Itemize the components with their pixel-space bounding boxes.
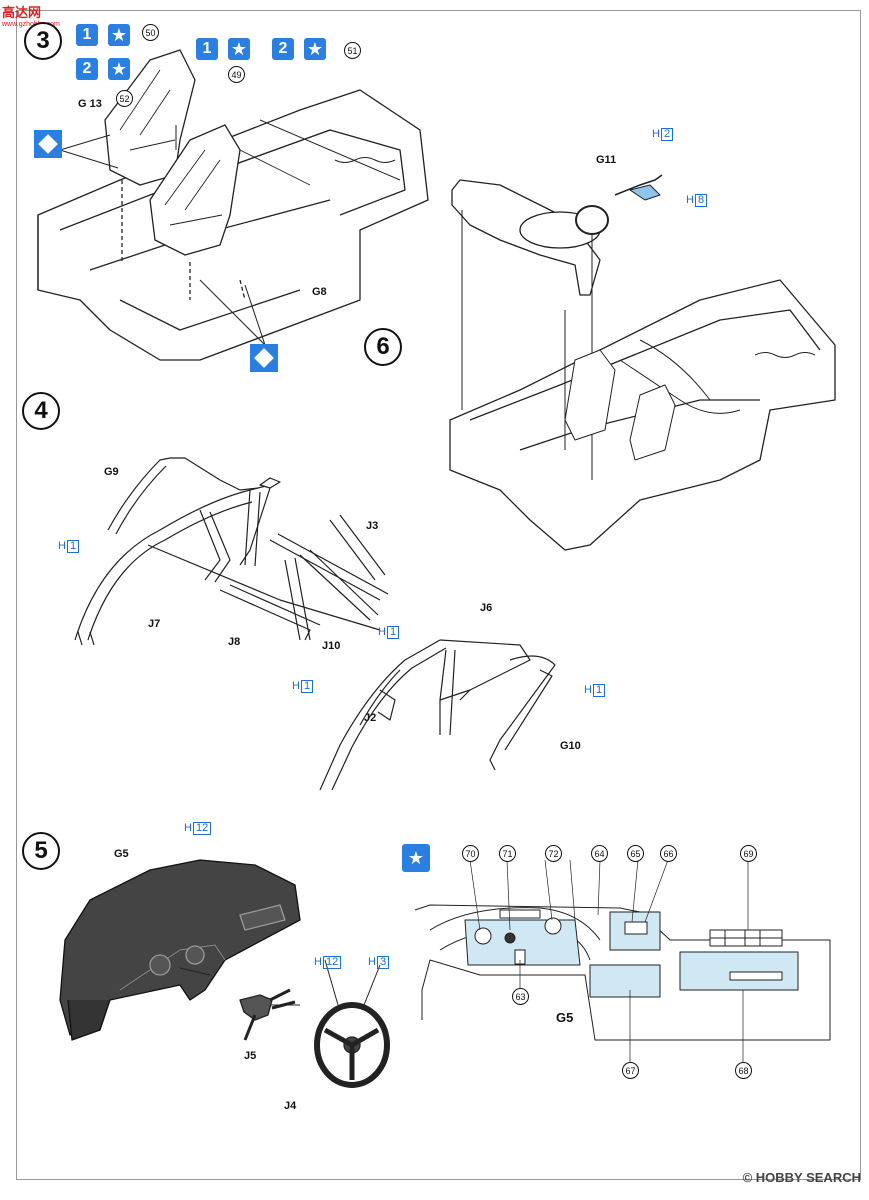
part-label-g8: G8 — [312, 286, 327, 298]
part-label-g11: G11 — [596, 154, 617, 166]
part-label-j7: J7 — [148, 618, 161, 630]
diamond-icon — [250, 344, 278, 372]
part-label-j10: J10 — [322, 640, 341, 652]
callout-50: 50 — [142, 24, 159, 41]
watermark-hobbysearch: © HOBBY SEARCH — [742, 1170, 861, 1185]
star-icon: ★ — [108, 58, 130, 80]
step6-assembly — [449, 174, 836, 551]
part-label-j5: J5 — [244, 1050, 257, 1062]
decal-callout-72: 72 — [545, 845, 562, 862]
part-label-g5: G5 — [114, 848, 129, 860]
star-icon: ★ — [402, 844, 430, 872]
version-badge-1: 1 — [76, 24, 98, 46]
step-number-6: 6 — [364, 328, 402, 366]
part-label-j2: J2 — [364, 712, 377, 724]
decal-callout-63: 63 — [512, 988, 529, 1005]
decal-callout-70: 70 — [462, 845, 479, 862]
star-icon: ★ — [228, 38, 250, 60]
part-label-g13: G 13 — [78, 98, 102, 110]
decal-panel-label: G5 — [556, 1010, 574, 1025]
page-frame — [16, 10, 861, 1180]
decal-callout-67: 67 — [622, 1062, 639, 1079]
decal-callout-69: 69 — [740, 845, 757, 862]
part-label-j4: J4 — [284, 1100, 297, 1112]
version-badge-2: 2 — [272, 38, 294, 60]
step-number-4: 4 — [22, 392, 60, 430]
step4-roll-cage — [74, 457, 556, 791]
step-number-3: 3 — [24, 22, 62, 60]
version-badge-1: 1 — [196, 38, 218, 60]
star-icon: ★ — [108, 24, 130, 46]
decal-callout-65: 65 — [627, 845, 644, 862]
decal-callout-64: 64 — [591, 845, 608, 862]
step5-dashboard — [59, 859, 390, 1088]
decal-panel — [414, 859, 831, 1065]
step3-interior-tub — [37, 49, 429, 361]
decal-callout-66: 66 — [660, 845, 677, 862]
version-badge-2: 2 — [76, 58, 98, 80]
decal-callout-68: 68 — [735, 1062, 752, 1079]
callout-52: 52 — [116, 90, 133, 107]
callout-51: 51 — [344, 42, 361, 59]
part-label-j3: J3 — [366, 520, 379, 532]
part-label-j6: J6 — [480, 602, 493, 614]
step-number-5: 5 — [22, 832, 60, 870]
part-label-g9: G9 — [104, 466, 119, 478]
part-label-j8: J8 — [228, 636, 241, 648]
star-icon: ★ — [304, 38, 326, 60]
callout-49: 49 — [228, 66, 245, 83]
decal-callout-71: 71 — [499, 845, 516, 862]
watermark-logo: 高达网 www.gzhobby.com — [2, 5, 60, 28]
part-label-g10: G10 — [560, 740, 581, 752]
diamond-icon — [34, 130, 62, 158]
